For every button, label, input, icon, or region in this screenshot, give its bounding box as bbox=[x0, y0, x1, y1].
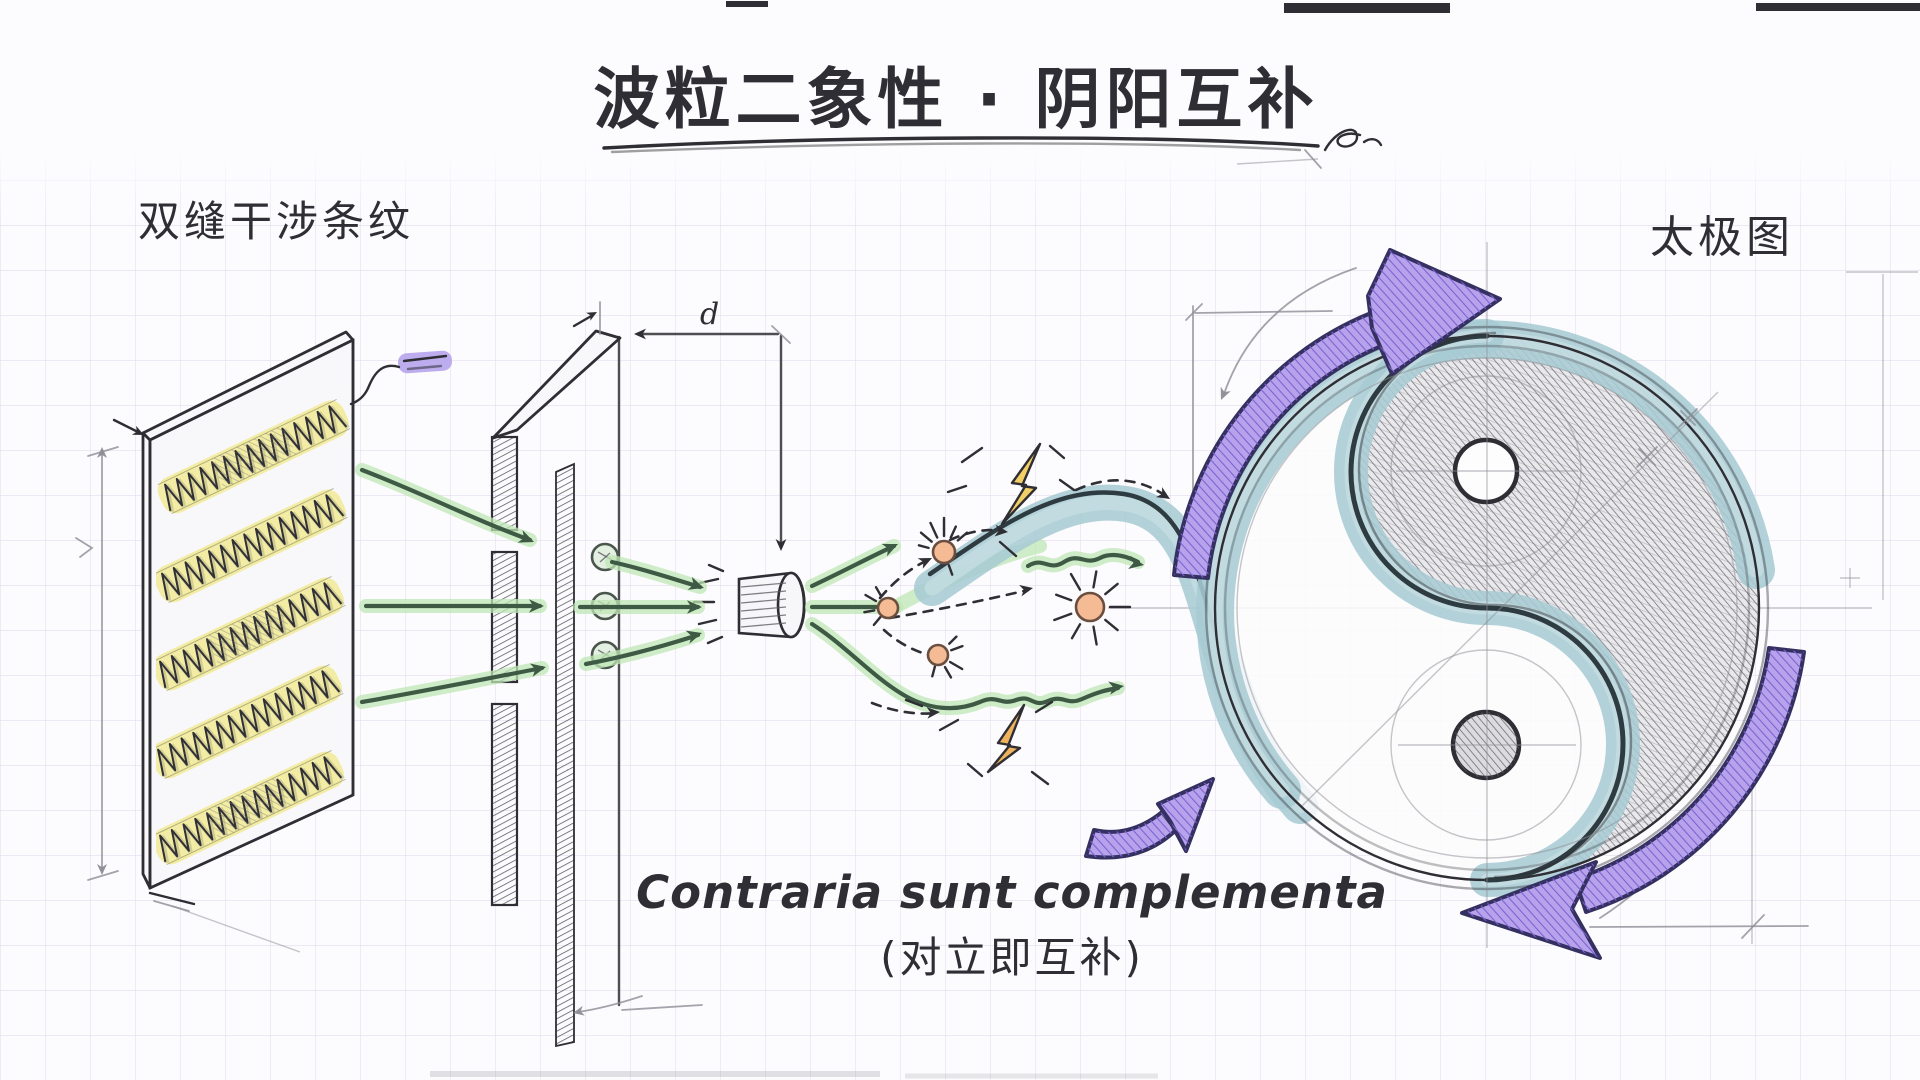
wave-arrows bbox=[355, 463, 1145, 716]
barrier-segment-mid bbox=[490, 550, 519, 684]
label-taiji: 太极图 bbox=[1650, 212, 1794, 263]
rotation-arrow-small bbox=[1084, 777, 1215, 860]
double-slit-barrier bbox=[490, 301, 703, 1048]
title-flourish-icon bbox=[1323, 128, 1383, 152]
photon-particles bbox=[863, 516, 1132, 679]
title-block: 波粒二象性 · 阴阳互补 bbox=[593, 61, 1383, 154]
barrier-strip bbox=[555, 462, 575, 1048]
construction-circle-bottom bbox=[1390, 649, 1582, 841]
lightning-bolt-icon bbox=[1000, 442, 1042, 526]
barrier-segment-top bbox=[490, 435, 519, 532]
caption: Contraria sunt complementa (对立即互补) bbox=[636, 866, 1388, 982]
interference-screen bbox=[75, 330, 355, 953]
lightning-bolts bbox=[904, 442, 1076, 786]
rotation-arrow-top bbox=[1172, 248, 1502, 580]
barrier-marks bbox=[572, 301, 703, 1016]
distance-dimension: d bbox=[634, 297, 791, 551]
rotation-arrows bbox=[1084, 248, 1806, 960]
title-underline-echo bbox=[610, 142, 1302, 154]
lightning-bolt-icon bbox=[986, 703, 1026, 774]
rotation-arrow-bottom bbox=[1460, 646, 1806, 960]
fringe-bands bbox=[156, 399, 350, 866]
caption-chinese: (对立即互补) bbox=[880, 933, 1144, 982]
page-title: 波粒二象性 · 阴阳互补 bbox=[593, 61, 1318, 138]
edge-marks bbox=[430, 1, 1920, 1079]
purple-marker-note bbox=[349, 350, 453, 406]
screen-frame bbox=[148, 338, 355, 890]
title-underline bbox=[602, 136, 1320, 150]
construction-circle-top bbox=[1390, 375, 1582, 567]
caption-latin: Contraria sunt complementa bbox=[636, 866, 1388, 919]
slit-distance-label: d bbox=[700, 297, 719, 332]
taiji-s-echo bbox=[1357, 331, 1633, 879]
detector-cylinder bbox=[692, 563, 806, 645]
label-double-slit: 双缝干涉条纹 bbox=[138, 197, 414, 246]
barrier-top-face bbox=[491, 329, 622, 440]
barrier-segment-bottom bbox=[490, 702, 519, 907]
screen-dimension-lines bbox=[75, 418, 301, 953]
note-connector-squiggle bbox=[349, 364, 401, 406]
